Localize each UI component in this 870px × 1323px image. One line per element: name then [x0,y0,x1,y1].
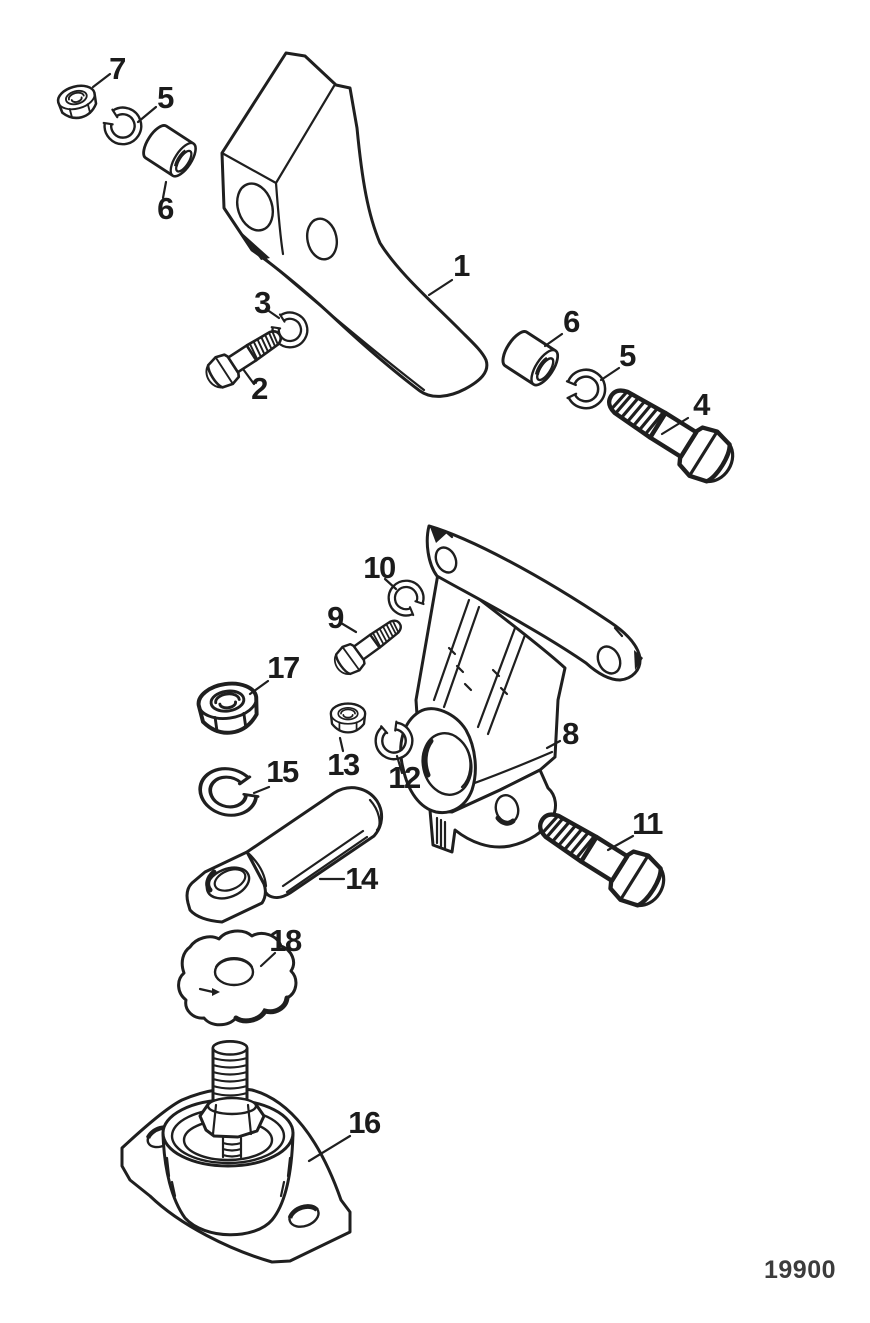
leader-18 [259,951,277,968]
spacer-6-right [495,325,565,391]
bracket1-notch [240,231,270,260]
leader-12 [395,754,404,775]
leader-2 [241,367,256,386]
part-slide-14 [185,786,383,924]
drawing-number: 19900 [764,1256,836,1284]
lock-washer-5-upper [100,102,143,146]
spacer-6-upper [136,119,203,182]
callout-10-label: 10 [363,550,395,585]
leader-5-right [599,366,621,382]
bracket8-foot-hatch [435,816,447,850]
bracket8-flange-hole-right [596,645,622,675]
tabwasher18-arrowhead [212,988,220,996]
bracket8-flange-hole-shadow [495,815,516,826]
lock-washer-15 [201,766,262,817]
bracket1-arm-inner-line [260,254,426,392]
tabwasher18-thick-edge [233,995,290,1024]
leader-1 [427,278,454,297]
callout-1-label: 1 [453,248,470,283]
callout-11-label: 11 [632,806,663,841]
leader-7 [91,72,112,89]
bracket8-hatch-apex [430,527,447,543]
leader-9 [339,621,358,634]
bracket1-hole-left [236,182,274,232]
hex-nut-13 [329,702,367,734]
callout-2-label: 2 [251,371,267,406]
part-clamp-bracket-1 [220,51,489,398]
bracket8-bore-lip [460,747,472,789]
callout-18-label: 18 [269,923,302,958]
callout-6-right-label: 6 [563,304,580,339]
callout-leaders [91,72,690,1163]
callout-16-label: 16 [348,1105,381,1140]
tabwasher18-hole-rim [214,957,254,969]
bracket8-bottom-flange [428,768,557,854]
mount16-ear-hole-right-shadow [287,1204,319,1219]
leader-5-upper [136,105,158,124]
bracket8-flange-hole-left [434,546,458,574]
callout-12-label: 12 [388,760,420,795]
bolt-2 [199,320,290,395]
callout-9-label: 9 [327,600,344,635]
bracket8-hatch-end [634,650,643,670]
callout-14-label: 14 [345,861,379,896]
slide14-highlights [281,798,381,894]
leader-6-upper [161,180,168,200]
slide14-hole [205,866,251,900]
bracket1-face-edges [220,84,336,256]
mount16-stud-lower-threads [221,1136,243,1159]
bracket8-bore-shadow [422,738,434,778]
slide14-hole-shadow [205,869,217,893]
mount16-stud [211,1040,249,1106]
callout-4-label: 4 [693,387,711,422]
bracket8-surface-ticks [443,529,624,638]
callout-8-label: 8 [562,716,579,751]
leader-11 [606,834,635,852]
leader-17 [248,679,270,696]
bracket8-top-flange [425,524,642,682]
mount16-locknut [198,1096,266,1139]
bolt-4 [597,374,742,492]
callout-6-upper-label: 6 [157,191,174,226]
leader-8 [545,739,562,750]
callout-15-label: 15 [266,754,299,789]
bracket1-hole-front [305,217,339,261]
slide14-hole-rim [213,868,247,892]
callout-5-right-label: 5 [619,338,636,373]
callout-13-label: 13 [327,747,360,782]
lock-washer-5-right [560,365,607,411]
leader-15 [252,785,271,795]
leader-4 [660,416,690,436]
part-engine-mount-16 [120,1040,352,1264]
part-mount-bracket-8 [399,524,643,854]
leader-6-right [543,332,564,348]
leader-10 [383,577,398,591]
mount16-side-hatch [165,1156,292,1198]
leader-3 [264,307,281,320]
part-tab-washer-18 [177,929,298,1027]
callout-5-upper-label: 5 [157,80,174,115]
leader-13 [338,736,345,753]
slide14-shoulder [245,850,268,888]
leader-16 [307,1134,352,1163]
bracket8-ribs [432,598,527,736]
tabwasher18-arrow [198,987,215,994]
callout-17-label: 17 [267,650,299,685]
hex-nut-17 [194,678,263,739]
callout-3-label: 3 [254,285,271,320]
callout-labels: 7 5 6 1 3 2 6 5 4 10 9 8 17 13 12 15 14 … [109,51,713,1140]
callout-7-label: 7 [109,51,125,86]
